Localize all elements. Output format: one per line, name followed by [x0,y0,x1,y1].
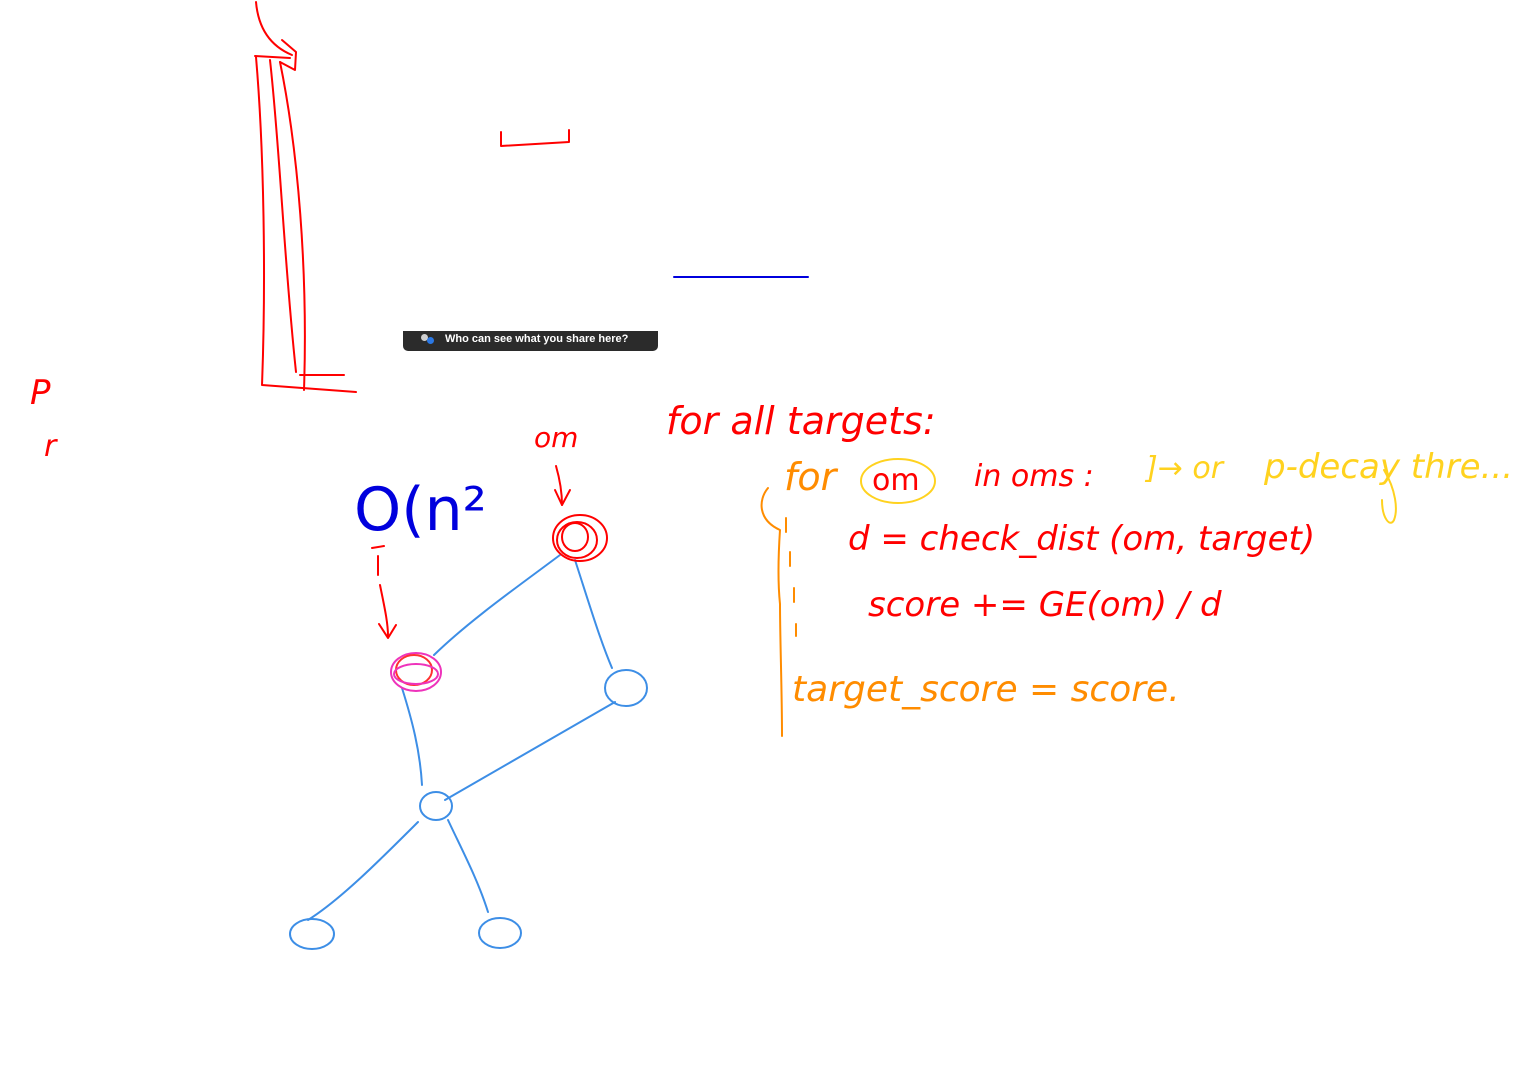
note-score-line: score += GE(om) / d [868,585,1222,625]
note-in-oms: in oms : [974,459,1094,494]
node-magenta-left [390,652,442,692]
yellow-hook [1381,469,1397,524]
note-left-p: P [30,373,51,413]
note-target-score: target_score = score. [792,669,1180,710]
note-om-circled: om [872,463,920,498]
om-highlight-circle [860,458,936,504]
arrow-complexity [371,545,397,639]
note-for-all-targets: for all targets: [666,399,936,443]
red-tall-stroke [254,1,357,393]
arrow-om [554,465,571,506]
node-red-top [552,514,608,562]
note-left-r: r [44,429,57,464]
people-icon [421,334,435,344]
note-complexity: O(n² [354,475,487,545]
note-for: for [784,455,837,499]
share-tooltip-label: Who can see what you share here? [445,333,629,345]
note-arrow-or: ]→ or [1146,451,1224,486]
share-visibility-tooltip[interactable]: Who can see what you share here? [403,331,658,351]
note-dist-line: d = check_dist (om, target) [848,519,1316,559]
red-small-bracket [500,129,570,147]
note-decay: p-decay thre... [1264,447,1514,487]
note-om-label: om [534,421,579,454]
orange-brace [760,487,797,737]
graph-diagram [289,554,648,950]
